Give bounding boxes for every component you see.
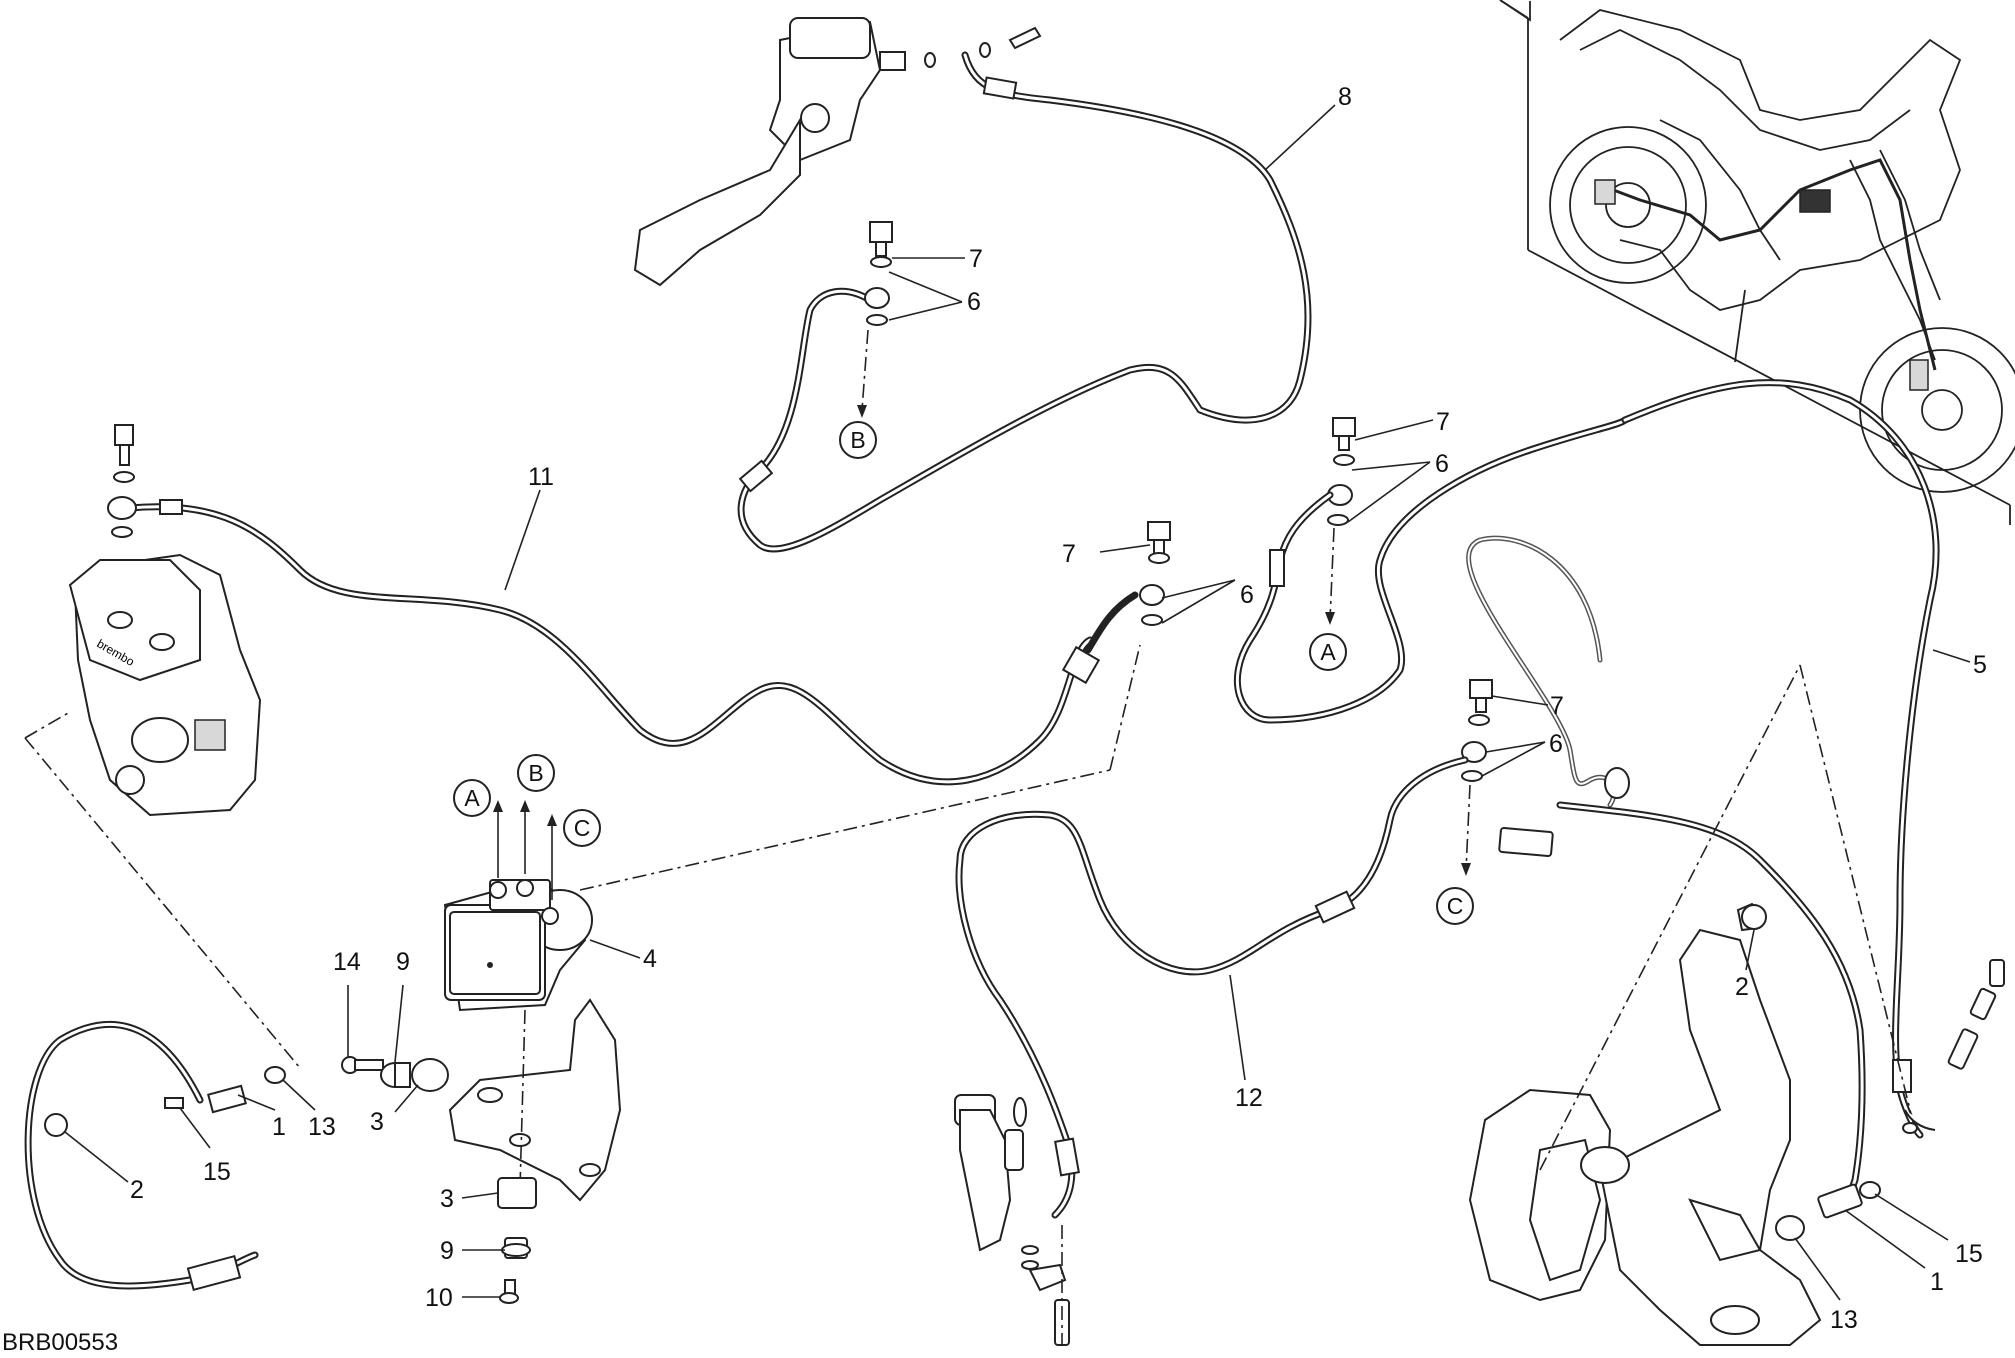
- callout-2-left: 2: [130, 1176, 144, 1204]
- reference-markers: B A C A B C: [453, 421, 1474, 925]
- callout-8: 8: [1338, 83, 1352, 111]
- part-callouts: 8 7 6 11 7 6 7 6 5 7 6 12 4: [64, 83, 1987, 1334]
- callout-2-right: 2: [1735, 973, 1749, 1001]
- drawing-code: BRB00553: [2, 1329, 118, 1356]
- reference-circle-b-abs: [517, 754, 555, 792]
- brake-fittings-far-right: [1902, 959, 2005, 1134]
- abs-mounting-hardware: [341, 1056, 449, 1092]
- callout-1-right: 1: [1930, 1268, 1944, 1296]
- motorcycle-inset: [1499, 0, 2015, 525]
- callout-15-right: 15: [1955, 1240, 1983, 1268]
- callout-9-lower: 9: [440, 1237, 454, 1265]
- reference-circle-c-abs: [563, 809, 601, 847]
- brake-hose-5: [1621, 379, 1940, 1139]
- reference-letter-a-abs: A: [464, 785, 480, 811]
- callout-3-left: 3: [370, 1108, 384, 1136]
- brake-hose-12: [955, 756, 1469, 1219]
- callout-9-left: 9: [396, 948, 410, 976]
- callout-13-right: 13: [1830, 1306, 1858, 1334]
- callout-13-left: 13: [308, 1113, 336, 1141]
- abs-bracket: [448, 998, 622, 1304]
- front-left-caliper: brembo: [68, 424, 262, 817]
- callout-7-top: 7: [969, 245, 983, 273]
- callout-12: 12: [1235, 1084, 1263, 1112]
- callout-11: 11: [528, 463, 554, 491]
- callout-1-left: 1: [272, 1113, 286, 1141]
- reference-circle-b-top: [839, 421, 877, 459]
- reference-letter-b-top: B: [850, 427, 865, 453]
- reference-circle-c-lower: [1436, 887, 1474, 925]
- brake-hose-8: [737, 51, 1312, 553]
- front-left-wheel-speed-sensor: [24, 1020, 286, 1292]
- reference-letter-b-abs: B: [528, 760, 543, 786]
- reference-letter-c-abs: C: [574, 815, 591, 841]
- banjo-bolt-set-top: [857, 221, 893, 418]
- callout-3-lower: 3: [440, 1185, 454, 1213]
- reference-circle-a-center: [1309, 633, 1347, 671]
- callout-14: 14: [333, 948, 361, 976]
- reference-letter-a-center: A: [1320, 639, 1336, 665]
- callout-7-lower: 7: [1550, 692, 1564, 720]
- callout-15-left: 15: [203, 1158, 231, 1186]
- callout-10: 10: [425, 1284, 453, 1312]
- reference-circle-a-abs: [453, 779, 491, 817]
- reference-letter-c-lower: C: [1447, 893, 1464, 919]
- abs-unit: [443, 800, 593, 1012]
- banjo-bolt-set-center: [1139, 417, 1356, 626]
- callout-7-right: 7: [1436, 408, 1450, 436]
- callout-6-top: 6: [967, 288, 981, 316]
- callout-7-center: 7: [1062, 540, 1076, 568]
- banjo-bolt-set-lower: [1461, 679, 1493, 876]
- callout-6-right: 6: [1435, 450, 1449, 478]
- callout-5: 5: [1973, 651, 1987, 679]
- rear-brake-master-cylinder: [954, 1094, 1070, 1346]
- callout-6-lower: 6: [1549, 730, 1563, 758]
- callout-6-center: 6: [1240, 581, 1254, 609]
- front-brake-master-cylinder: [633, 17, 1042, 287]
- front-right-caliper-and-fork: [1468, 928, 1822, 1346]
- brake-hose-11: [126, 499, 1139, 786]
- callout-4: 4: [643, 945, 657, 973]
